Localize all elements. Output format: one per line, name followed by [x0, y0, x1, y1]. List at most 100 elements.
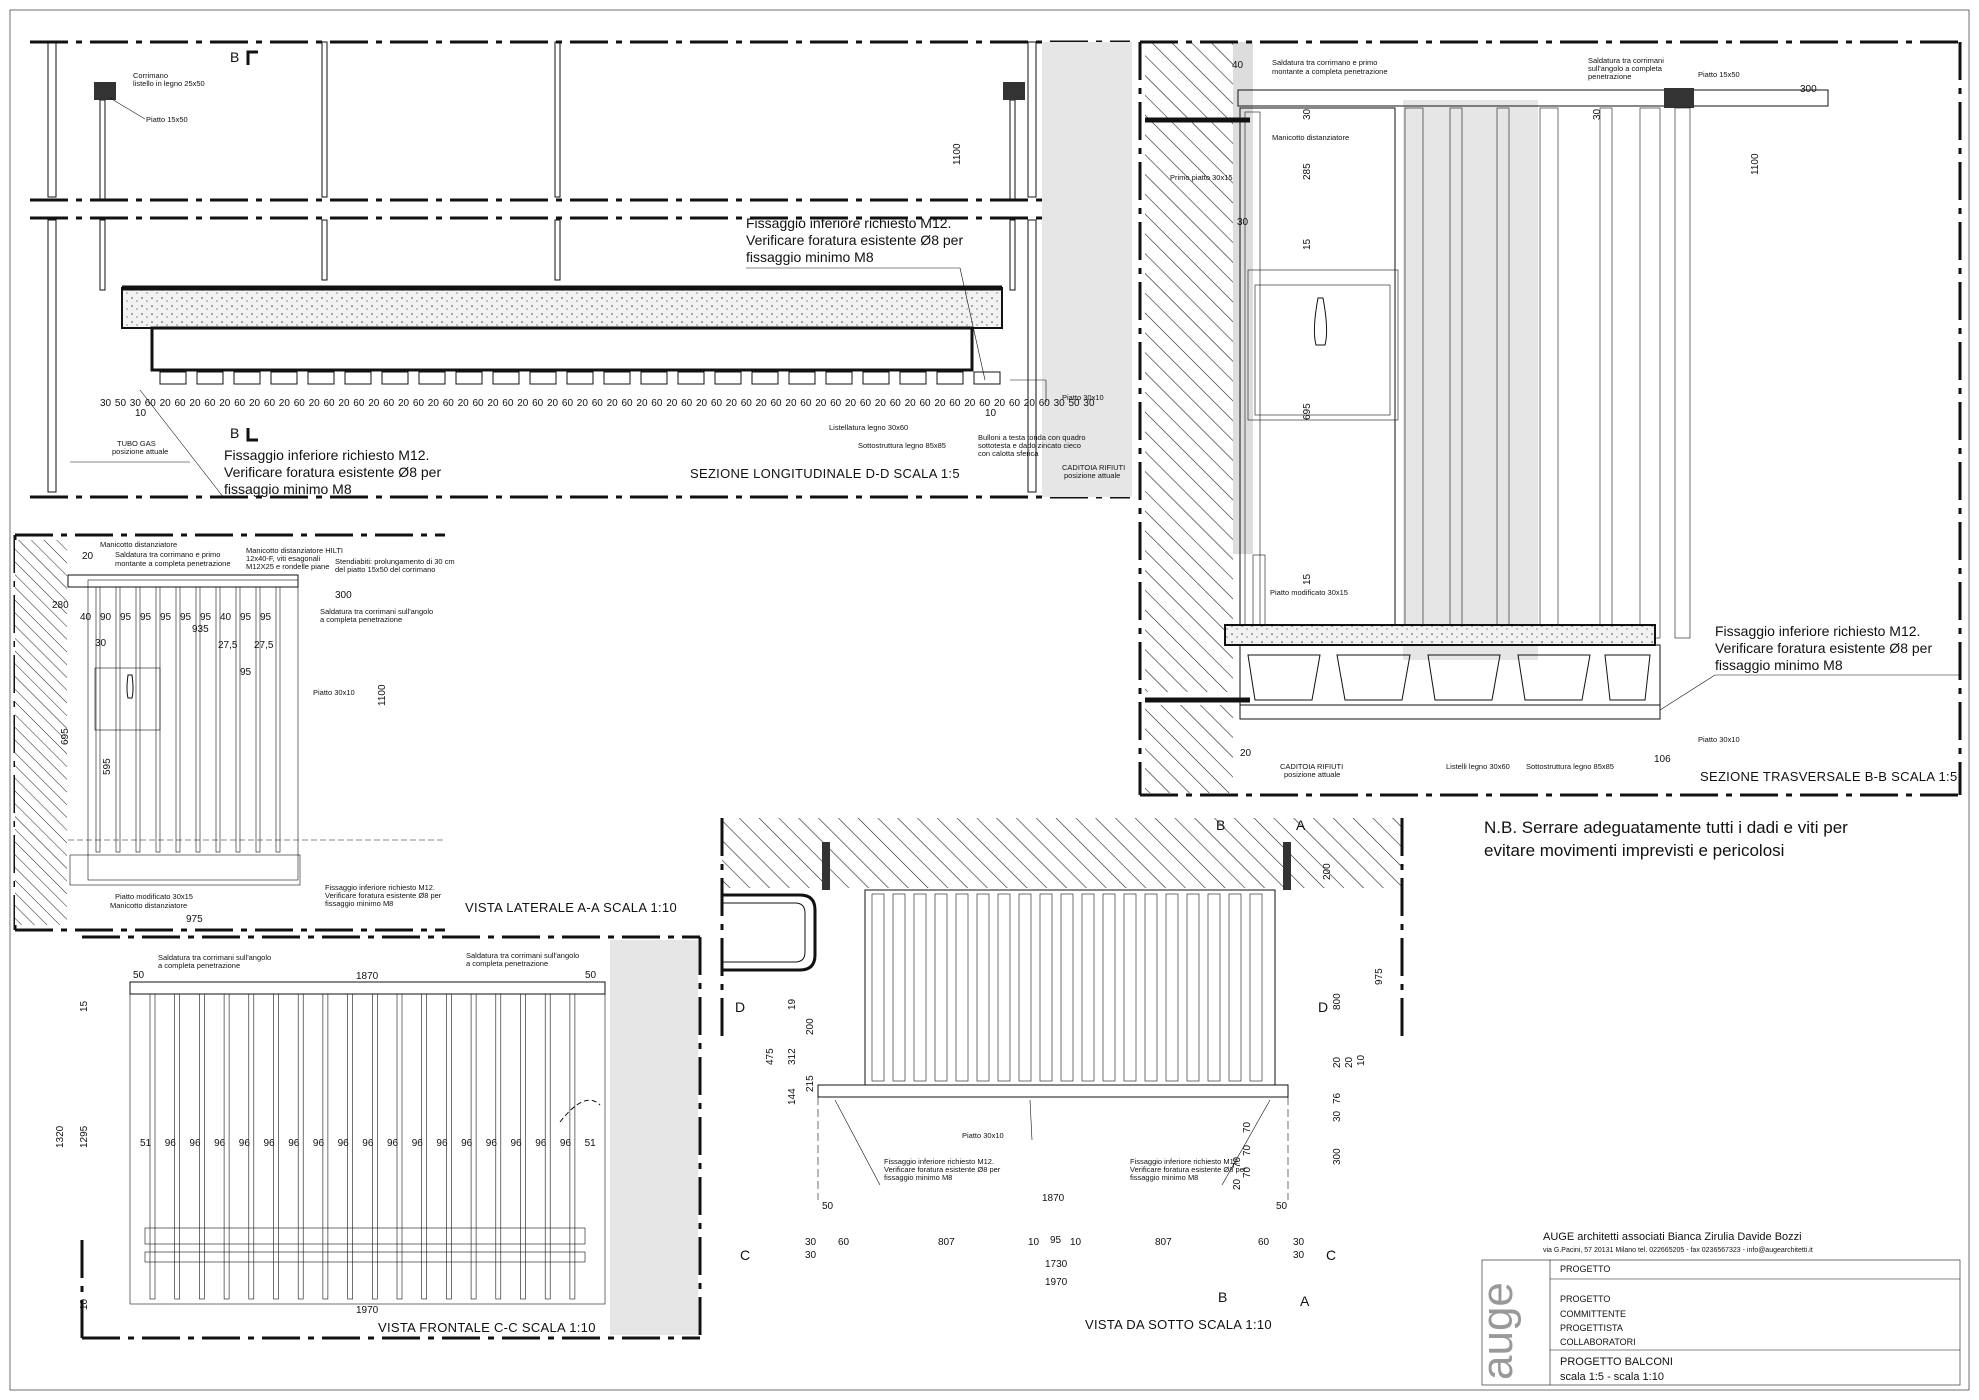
baluster — [95, 586, 101, 853]
deck-slat — [871, 893, 885, 1082]
dim-10-right: 10 — [985, 408, 997, 419]
baluster — [347, 993, 353, 1300]
dim-value: 60 — [264, 398, 276, 409]
dim-30: 30 — [1332, 1110, 1343, 1122]
label-fissaggio-left-2: Verificare foratura esistente Ø8 per — [884, 1165, 1001, 1174]
dim-value: 20 — [964, 398, 976, 409]
dim-value: 60 — [949, 398, 961, 409]
baluster — [569, 993, 576, 1300]
label-piatto-30x10: Piatto 30x10 — [313, 688, 355, 697]
mark-b-bottom: B — [1218, 1289, 1227, 1305]
title-transversal-section: SEZIONE TRASVERSALE B-B SCALA 1:5 — [1700, 769, 1957, 784]
dim-value: 60 — [890, 398, 902, 409]
deck-slat — [1207, 893, 1221, 1082]
dim-312: 312 — [787, 1048, 798, 1065]
label-bulloni-1: Bulloni a testa tonda con quadro — [978, 433, 1086, 442]
dim-595: 595 — [102, 758, 113, 775]
below-view: B A D D C C B A 1870 50 50 30 30 60 807 … — [720, 817, 1404, 1332]
dim-value: 20 — [458, 398, 470, 409]
dim-value: 20 — [487, 398, 499, 409]
label-saldatura-ang-3: penetrazione — [1588, 72, 1631, 81]
label-saldatura-left-1: Saldatura tra corrimani sull'angolo — [158, 953, 271, 962]
label-fissaggio-left-3: fissaggio minimo M8 — [884, 1173, 952, 1182]
mark-d-right: D — [1318, 999, 1328, 1015]
dim-1730: 1730 — [1045, 1259, 1068, 1270]
title-longitudinal-section: SEZIONE LONGITUDINALE D-D SCALA 1:5 — [690, 466, 960, 481]
joist — [677, 371, 705, 385]
note-fissaggio-top-3: fissaggio minimo M8 — [746, 249, 874, 265]
deck-slat — [1018, 893, 1032, 1082]
joist — [714, 371, 742, 385]
dim-value: 30 — [130, 398, 142, 409]
joist — [603, 371, 631, 385]
dim-value: 60 — [234, 398, 246, 409]
label-saldatura-2: montante a completa penetrazione — [115, 559, 231, 568]
joist — [344, 371, 372, 385]
dim-value: 96 — [165, 1138, 177, 1149]
joist — [492, 371, 520, 385]
dim-70-b: 70 — [1242, 1144, 1253, 1156]
dim-95: 95 — [240, 667, 252, 678]
dim-807-left: 807 — [938, 1237, 955, 1248]
dim-20-b: 20 — [1344, 1056, 1355, 1068]
deck-slat — [997, 893, 1011, 1082]
label-fissaggio-right-1: Fissaggio inferiore richiesto M12. — [1130, 1157, 1240, 1166]
joist — [270, 371, 298, 385]
joist — [307, 371, 335, 385]
dim-975: 975 — [1374, 968, 1385, 985]
label-fissaggio-1: Fissaggio inferiore richiesto M12. — [325, 883, 435, 892]
studio-name: AUGE architetti associati Bianca Zirulia… — [1543, 1231, 1802, 1243]
dim-value: 20 — [577, 398, 589, 409]
label-caditoia: CADITOIA RIFIUTI — [1280, 762, 1343, 771]
label-stendiabiti-2: del piatto 15x50 del corrimano — [335, 565, 435, 574]
dim-60-right: 60 — [1258, 1237, 1270, 1248]
label-saldatura-ang-1: Saldatura tra corrimani sull'angolo — [320, 607, 433, 616]
dim-value: 40 — [80, 612, 92, 623]
dim-value: 20 — [934, 398, 946, 409]
baluster — [199, 993, 205, 1300]
dim-value: 96 — [362, 1138, 374, 1149]
label-piatto-15x50: Piatto 15x50 — [146, 115, 188, 124]
dim-value: 60 — [741, 398, 753, 409]
dim-19: 19 — [787, 998, 798, 1010]
tb-collaboratori: COLLABORATORI — [1560, 1337, 1636, 1347]
tb-progetto-header: PROGETTO — [1560, 1264, 1610, 1274]
title-lateral-view: VISTA LATERALE A-A SCALA 1:10 — [465, 900, 677, 915]
dim-value: 20 — [1024, 398, 1036, 409]
note-fissaggio-top-1: Fissaggio inferiore richiesto M12. — [746, 215, 951, 231]
dim-value: 20 — [726, 398, 738, 409]
dim-value: 20 — [785, 398, 797, 409]
baluster — [155, 586, 161, 853]
title-frontal-view: VISTA FRONTALE C-C SCALA 1:10 — [378, 1320, 596, 1335]
studio-address: via G.Pacini, 57 20131 Milano tel. 02266… — [1543, 1247, 1813, 1254]
label-bulloni-2: sottotesta e dado zincato cieco — [978, 441, 1081, 450]
label-saldatura-left-2: a completa penetrazione — [158, 961, 240, 970]
baluster — [520, 993, 526, 1300]
dim-value: 96 — [436, 1138, 448, 1149]
dim-value: 96 — [412, 1138, 424, 1149]
dim-value: 20 — [636, 398, 648, 409]
auge-logo: auge — [1473, 1282, 1522, 1380]
dim-value: 60 — [771, 398, 783, 409]
dim-value: 95 — [200, 612, 212, 623]
section-mark-b-top: B — [230, 49, 239, 65]
dim-60-left: 60 — [838, 1237, 850, 1248]
dim-10-right: 10 — [1070, 1237, 1082, 1248]
note-fissaggio-bottom-1: Fissaggio inferiore richiesto M12. — [224, 447, 429, 463]
baluster — [255, 586, 261, 853]
dim-value: 20 — [368, 398, 380, 409]
dim-value: 20 — [279, 398, 291, 409]
dim-value: 30 — [1054, 398, 1066, 409]
dim-value: 96 — [288, 1138, 300, 1149]
dim-30-d: 30 — [1293, 1250, 1305, 1261]
dim-value: 60 — [860, 398, 872, 409]
label-fissaggio-left-1: Fissaggio inferiore richiesto M12. — [884, 1157, 994, 1166]
dim-value: 20 — [756, 398, 768, 409]
joist — [455, 371, 483, 385]
dim-value: 60 — [324, 398, 336, 409]
joist — [788, 371, 816, 385]
dim-200-right: 200 — [1322, 863, 1333, 880]
